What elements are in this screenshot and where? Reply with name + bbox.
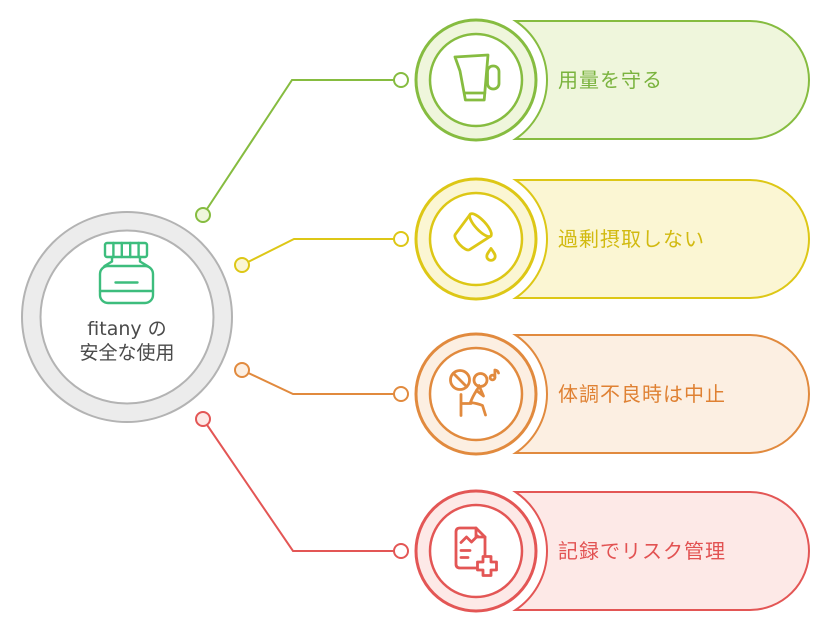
pill-shape <box>512 179 810 299</box>
branch-item-2: 過剰摂取しない <box>234 177 810 301</box>
pill-shape <box>512 334 810 454</box>
badge-inner-circle <box>428 191 524 287</box>
branch-item-4: 記録でリスク管理 <box>195 411 810 613</box>
connector-line <box>241 238 401 266</box>
connector-line <box>202 79 401 216</box>
pouring-cup-icon <box>453 212 497 262</box>
connector-start-dot <box>195 411 211 427</box>
sick-person-icon <box>449 368 500 417</box>
connector-end-dot <box>393 231 409 247</box>
record-cross-icon <box>454 526 498 577</box>
branch-item-1: 用量を守る <box>195 18 810 223</box>
connector-line <box>241 369 401 395</box>
item-label: 過剰摂取しない <box>558 227 705 251</box>
item-label: 用量を守る <box>558 68 663 92</box>
connector-start-dot <box>234 257 250 273</box>
center-title-line2: 安全な使用 <box>79 342 174 364</box>
connector-start-dot <box>234 362 250 378</box>
pill-shape <box>512 491 810 611</box>
connector-end-dot <box>393 543 409 559</box>
center-node: fitany の 安全な使用 <box>21 211 233 423</box>
connector-end-dot <box>393 386 409 402</box>
center-ring-inner <box>39 229 215 405</box>
connector-line <box>202 418 401 552</box>
item-label: 記録でリスク管理 <box>558 539 726 563</box>
center-title-line1: fitany の <box>87 318 166 340</box>
supplement-bottle-icon <box>98 241 155 305</box>
connector-start-dot <box>195 207 211 223</box>
measuring-cup-icon <box>453 53 501 102</box>
badge-inner-circle <box>428 32 524 128</box>
branch-item-3: 体調不良時は中止 <box>234 332 810 456</box>
connector-end-dot <box>393 72 409 88</box>
pill-shape <box>512 20 810 140</box>
badge-inner-circle <box>428 503 524 599</box>
item-label: 体調不良時は中止 <box>558 382 726 406</box>
